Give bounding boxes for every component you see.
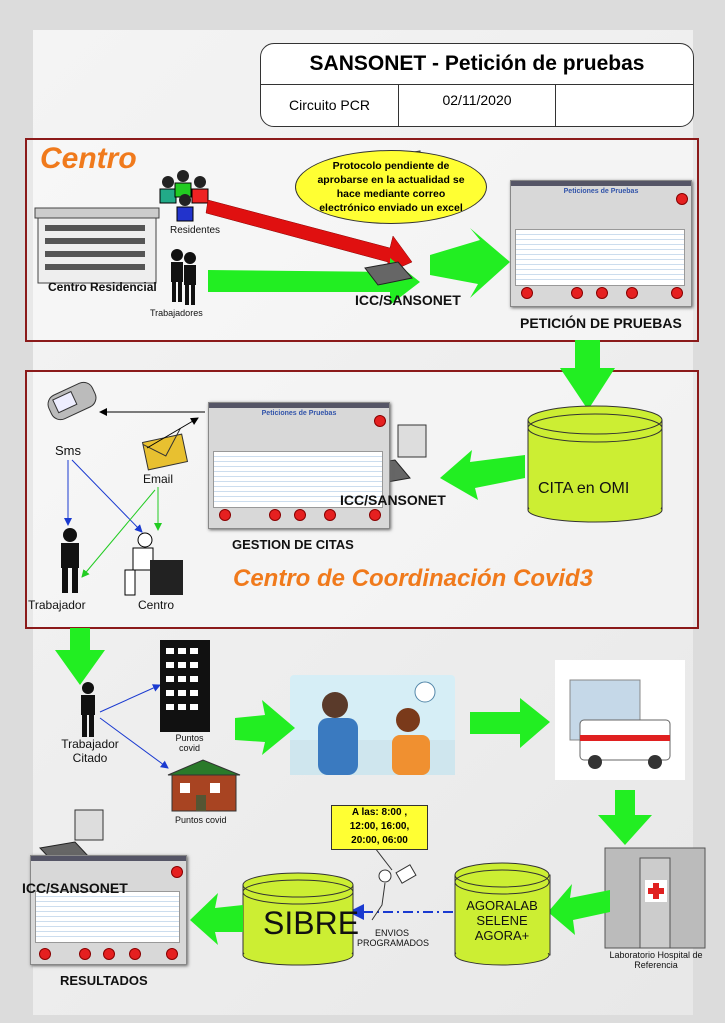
- circuit-label: Circuito PCR: [261, 85, 399, 126]
- green-arrow: [190, 893, 243, 945]
- trabajadores-label: Trabajadores: [150, 308, 203, 318]
- icc-sansonet-label: ICC/SANSONET: [355, 292, 461, 308]
- laboratorio-label: Laboratorio Hospital de Referencia: [609, 950, 703, 970]
- green-arrow: [55, 628, 105, 685]
- email-envelope-icon: [141, 428, 189, 471]
- agoralab-label: AGORALAB SELENE AGORA+: [466, 898, 538, 943]
- peticiones-screen-1: Peticiones de Pruebas: [510, 180, 692, 307]
- protocol-note-text: Protocolo pendiente de aprobarse en la a…: [317, 160, 465, 214]
- email-label: Email: [143, 472, 174, 486]
- trabajador-citado-label: Trabajador Citado: [61, 737, 119, 765]
- puntos-covid-label-2: Puntos covid: [175, 815, 227, 825]
- envios-programados-label: ENVIOS PROGRAMADOS: [357, 928, 430, 948]
- green-arrow: [560, 340, 615, 410]
- schedule-note: A las: 8:00 , 12:00, 16:00, 20:00, 06:00: [331, 805, 428, 850]
- screen-title: Peticiones de Pruebas: [563, 188, 639, 195]
- hospital-building-icon: [604, 847, 706, 949]
- ambulance-hospital-illustration: [555, 660, 685, 780]
- callout-line: [374, 847, 393, 871]
- green-arrow: [430, 228, 510, 298]
- section-coordinacion-title: Centro de Coordinación Covid3: [233, 565, 594, 592]
- green-arrow: [598, 790, 652, 845]
- page-title: SANSONET - Petición de pruebas: [261, 44, 693, 85]
- resultados-caption: RESULTADOS: [60, 973, 148, 988]
- line-sms-centro: [71, 459, 143, 533]
- sms-label: Sms: [55, 443, 81, 458]
- title-box: SANSONET - Petición de pruebas Circuito …: [260, 43, 694, 127]
- residence-building-icon: [34, 207, 160, 284]
- green-arrow: [470, 698, 550, 748]
- green-arrow: [548, 884, 610, 935]
- worker-person-icon: [81, 682, 95, 737]
- office-worker-icon: [124, 532, 183, 596]
- gestion-citas-caption: GESTION DE CITAS: [232, 537, 354, 552]
- icc-sansonet-label-3: ICC/SANSONET: [22, 880, 128, 896]
- mobile-phone-icon: [47, 381, 97, 421]
- line-email-trabajador: [81, 489, 156, 578]
- sibre-label: SIBRE: [263, 905, 360, 941]
- trabajador-label: Trabajador: [28, 598, 86, 612]
- line-email-screen: [146, 417, 199, 449]
- icc-sansonet-label-2: ICC/SANSONET: [340, 492, 446, 508]
- green-arrow: [235, 700, 295, 755]
- tall-building-icon: [160, 640, 210, 732]
- house-icon: [167, 759, 241, 812]
- walking-courier-icon: [371, 864, 417, 921]
- line-to-puntos-2: [99, 717, 169, 769]
- schedule-text: A las: 8:00 , 12:00, 16:00, 20:00, 06:00: [349, 807, 410, 846]
- workers-icon: [171, 249, 196, 305]
- residentes-label: Residentes: [170, 225, 221, 236]
- cita-omi-database-icon: [527, 405, 663, 523]
- green-arrow: [208, 258, 420, 305]
- screen-title: Peticiones de Pruebas: [261, 410, 337, 417]
- pcr-test-illustration: [290, 675, 455, 775]
- peticiones-screen-2: Peticiones de Pruebas: [208, 402, 390, 529]
- sibre-database-icon: [242, 872, 354, 966]
- green-arrow: [440, 450, 525, 500]
- agoralab-database-icon: [454, 862, 551, 966]
- puntos-covid-label-1: Puntos covid: [175, 733, 204, 753]
- section-centro-title: Centro: [40, 142, 137, 175]
- protocol-note: Protocolo pendiente de aprobarse en la a…: [295, 150, 487, 224]
- centro-residencial-label: Centro Residencial: [48, 280, 157, 294]
- peticion-pruebas-caption: PETICIÓN DE PRUEBAS: [520, 315, 682, 331]
- worker-person-icon: [61, 528, 79, 593]
- centro-label: Centro: [138, 598, 175, 612]
- residents-group-icon: [159, 170, 209, 222]
- line-to-puntos-1: [99, 684, 161, 713]
- date-label: 02/11/2020: [399, 85, 556, 126]
- cita-omi-label: CITA en OMI: [538, 480, 630, 497]
- resultados-screen: [30, 855, 187, 965]
